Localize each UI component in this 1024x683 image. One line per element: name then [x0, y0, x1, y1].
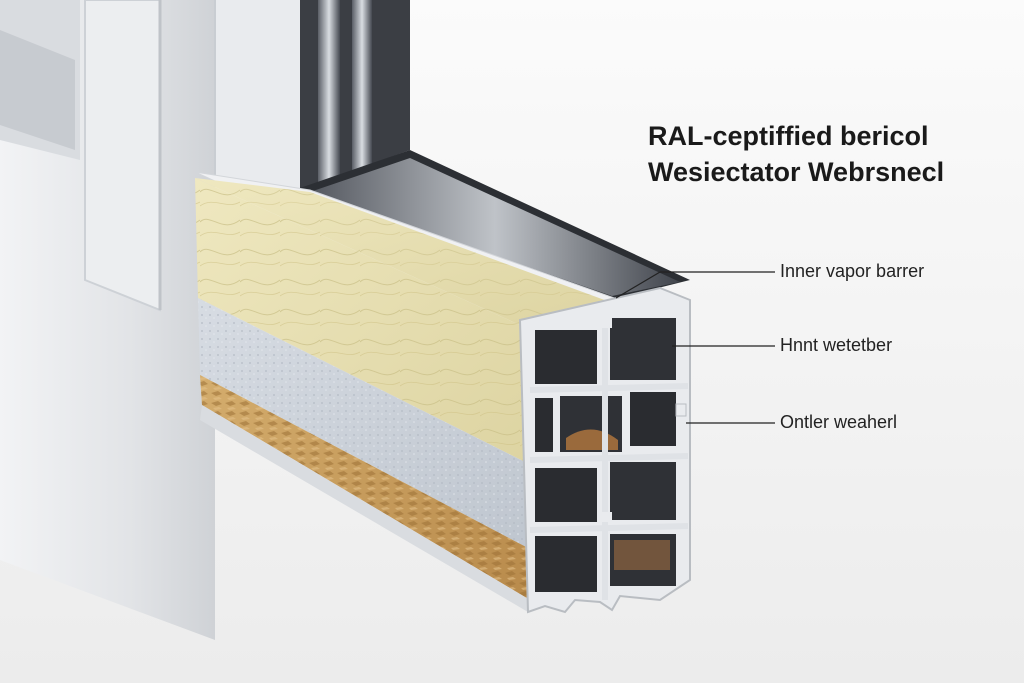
diagram-title: RAL-ceptiffied bericol Wesiectator Webrs… — [648, 118, 944, 190]
callout-lines — [615, 271, 775, 424]
profile-cavity — [610, 462, 676, 520]
profile-cross-section — [518, 286, 691, 614]
profile-cavity — [610, 318, 676, 380]
insulation-layers — [195, 178, 610, 612]
title-line-2: Wesiectator Webrsnecl — [648, 157, 945, 187]
profile-cavity — [535, 330, 597, 384]
profile-cavity — [630, 392, 676, 446]
callout-line-1 — [615, 271, 661, 299]
callout-label-outer: Ontler weaherl — [780, 412, 898, 432]
profile-cavity — [535, 468, 597, 522]
callout-label-middle: Hnnt wetetber — [780, 335, 893, 355]
callout-label-inner-vapor-barrier: Inner vapor barrer — [780, 261, 925, 281]
profile-cavity — [535, 536, 597, 592]
title-line-1: RAL-ceptiffied bericol — [648, 121, 929, 151]
glass-pane-edge — [300, 0, 690, 300]
profile-cavity — [535, 398, 553, 452]
window-frame — [0, 0, 300, 640]
